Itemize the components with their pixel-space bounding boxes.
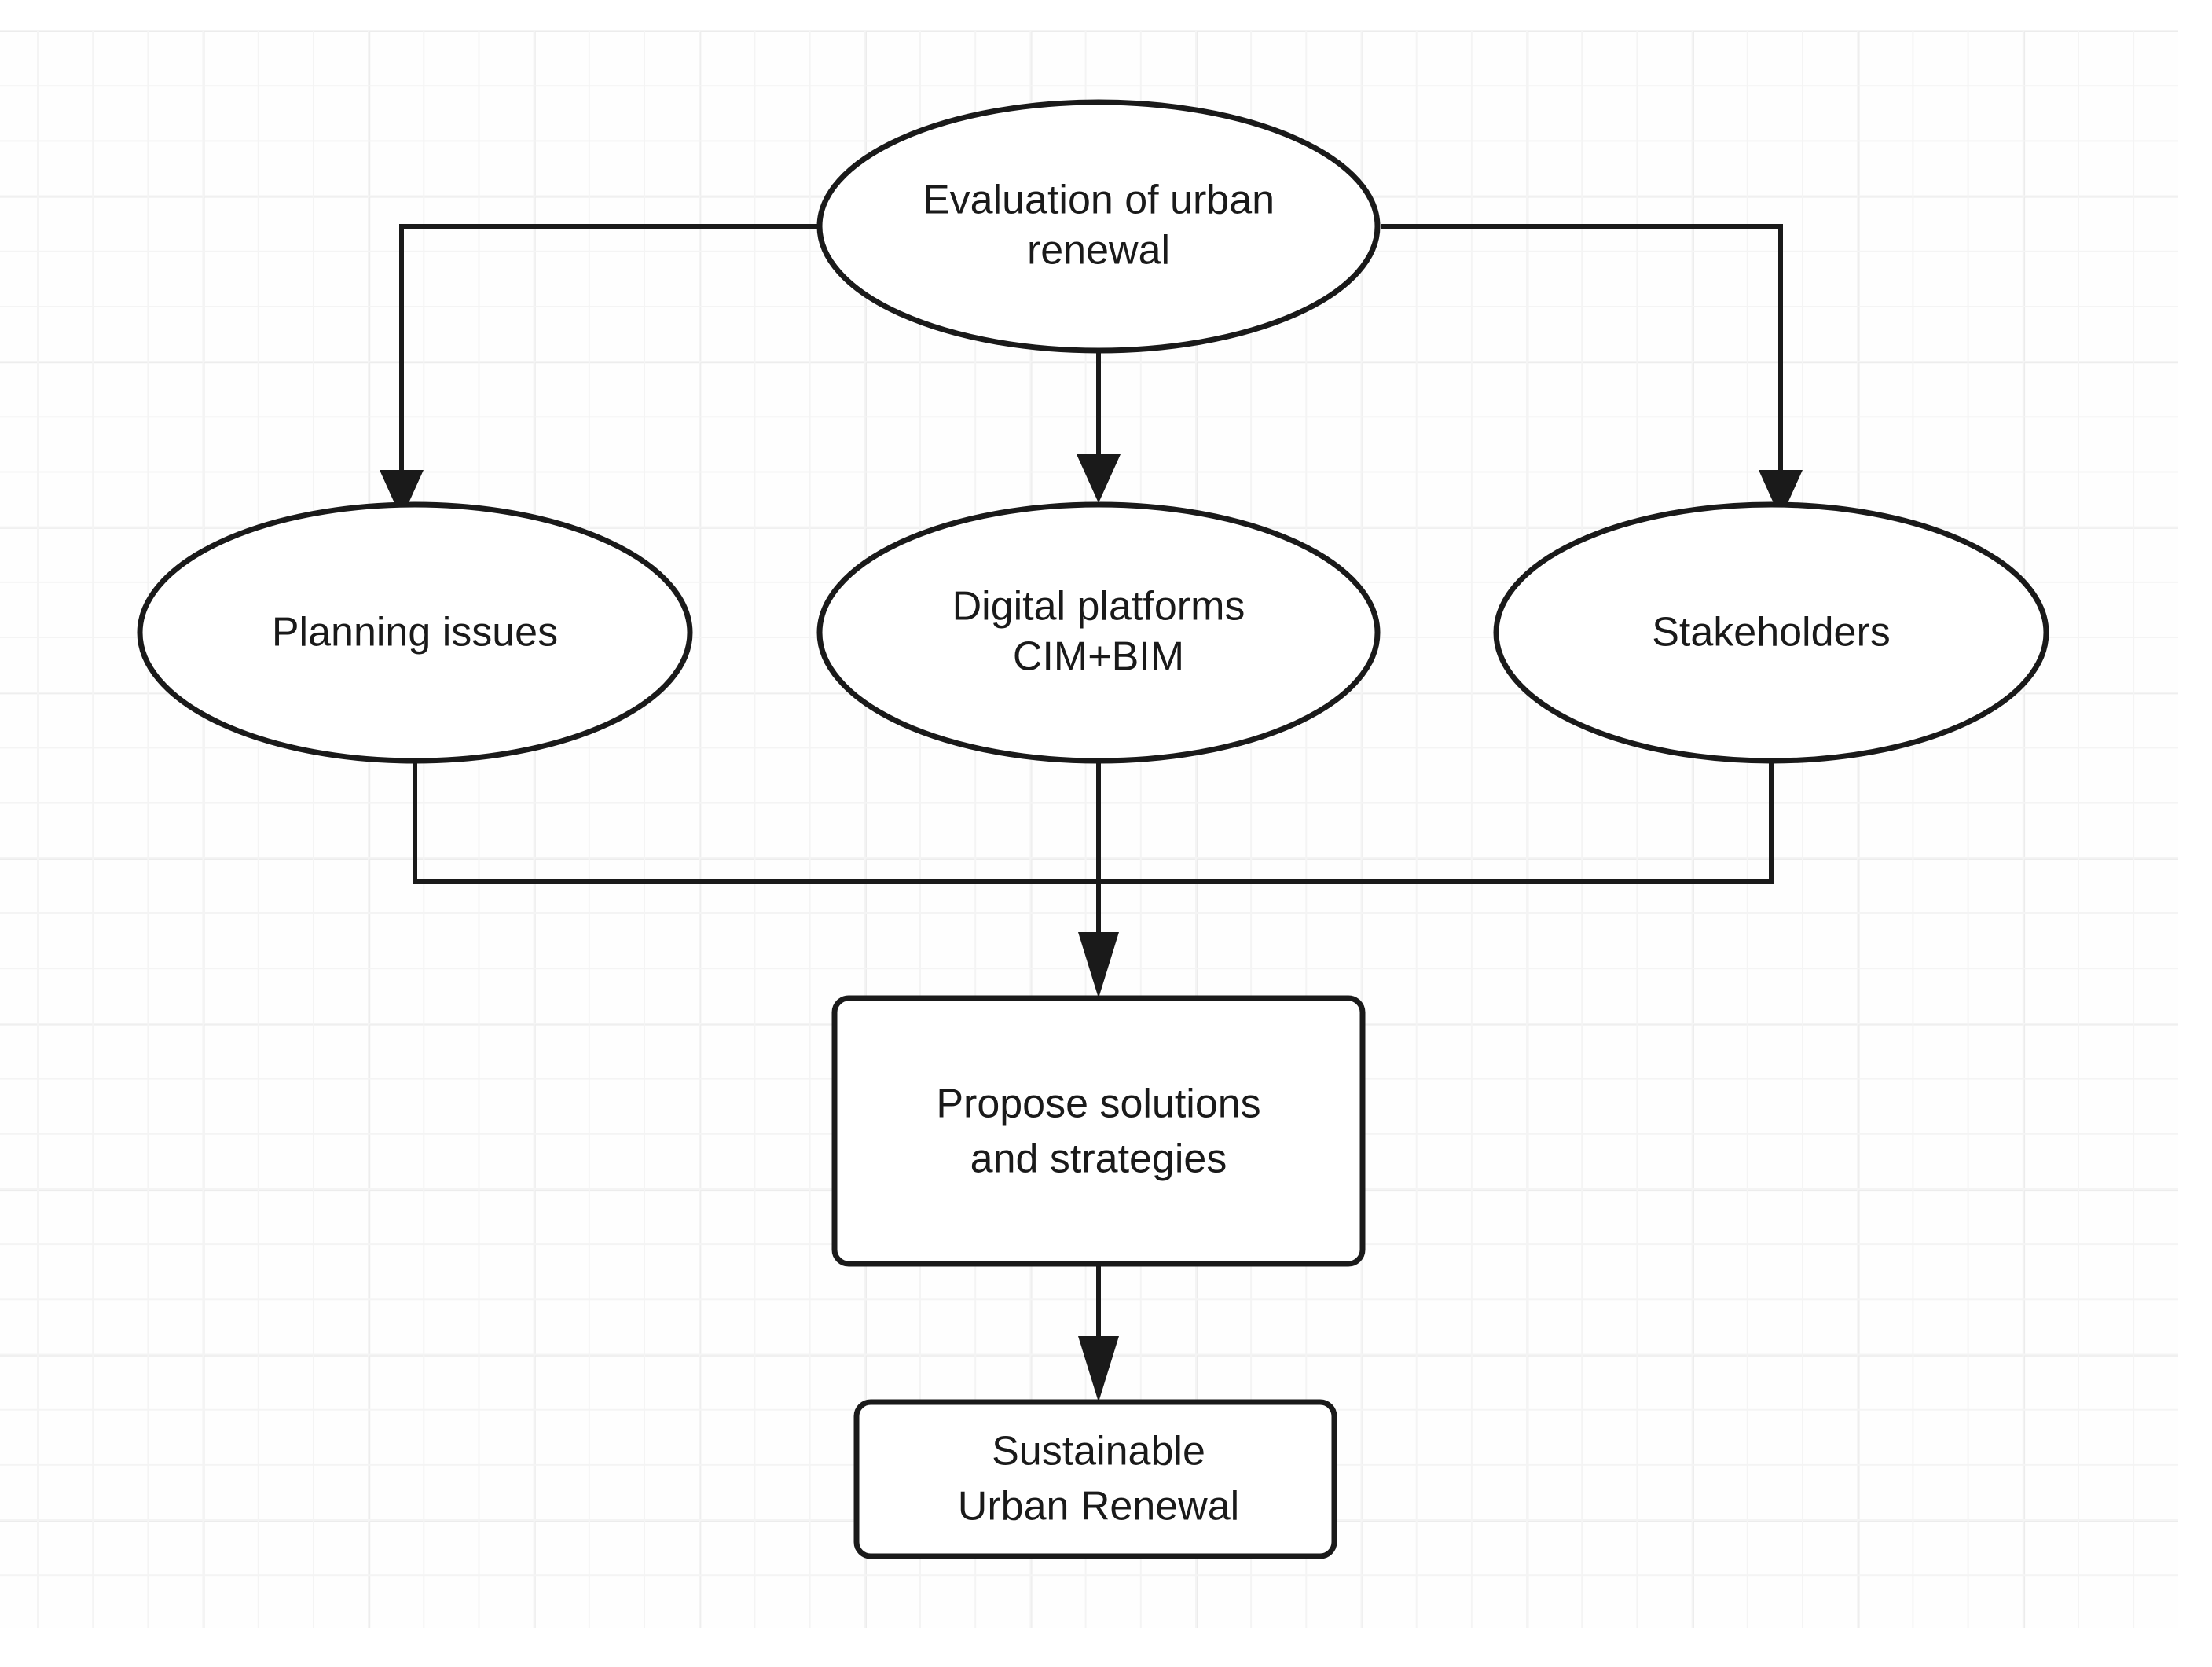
edge-evaluation-to-stakeholders[interactable]: [1381, 224, 1803, 519]
edge-evaluation-to-planning-issues[interactable]: [380, 224, 817, 519]
node-planning-issues-label: Planning issues: [272, 610, 558, 655]
edge-planning-issues-to-merge[interactable]: [413, 761, 1099, 884]
node-evaluation-label-line-2: renewal: [1027, 228, 1170, 274]
node-digital-platforms-ellipse: [816, 501, 1381, 764]
node-digital-platforms-label-line-2: CIM+BIM: [1013, 634, 1184, 680]
edge-path: [413, 761, 1099, 884]
arrowhead-icon: [1078, 932, 1119, 998]
node-sustainable-urban-renewal[interactable]: Sustainable Urban Renewal: [853, 1399, 1337, 1559]
node-digital-platforms-label-line-1: Digital platforms: [952, 584, 1245, 630]
node-digital-platforms[interactable]: Digital platforms CIM+BIM: [816, 501, 1381, 764]
edge-path: [1381, 224, 1783, 487]
node-evaluation-label-line-1: Evaluation of urban: [923, 178, 1275, 223]
node-propose-solutions-label-line-2: and strategies: [970, 1136, 1227, 1182]
node-evaluation[interactable]: Evaluation of urban renewal: [816, 99, 1381, 354]
arrowhead-icon: [1759, 470, 1803, 519]
edge-path: [1099, 761, 1774, 884]
arrowhead-icon: [380, 470, 424, 519]
node-planning-issues[interactable]: Planning issues: [137, 501, 693, 764]
edge-propose-solutions-to-sustainable-urban-renewal[interactable]: [1078, 1264, 1119, 1402]
arrowhead-icon: [1078, 1336, 1119, 1402]
node-evaluation-ellipse: [816, 99, 1381, 354]
edge-evaluation-to-digital-platforms[interactable]: [1077, 352, 1121, 503]
node-propose-solutions-label-line-1: Propose solutions: [936, 1081, 1260, 1127]
edge-path: [399, 224, 817, 487]
connector-layer: [380, 224, 1803, 1402]
edge-digital-platforms-to-propose-solutions[interactable]: [1078, 761, 1119, 998]
node-propose-solutions[interactable]: Propose solutions and strategies: [831, 995, 1366, 1267]
node-planning-issues-ellipse: [137, 501, 693, 764]
node-stakeholders-label: Stakeholders: [1652, 610, 1891, 655]
arrowhead-icon: [1077, 454, 1121, 503]
node-stakeholders[interactable]: Stakeholders: [1493, 501, 2049, 764]
node-sustainable-urban-renewal-label-line-1: Sustainable: [992, 1429, 1205, 1474]
node-sustainable-urban-renewal-rect: [853, 1399, 1337, 1559]
node-sustainable-urban-renewal-label-line-2: Urban Renewal: [958, 1484, 1239, 1529]
node-propose-solutions-rect: [831, 995, 1366, 1267]
node-stakeholders-ellipse: [1493, 501, 2049, 764]
edge-stakeholders-to-merge[interactable]: [1099, 761, 1774, 884]
